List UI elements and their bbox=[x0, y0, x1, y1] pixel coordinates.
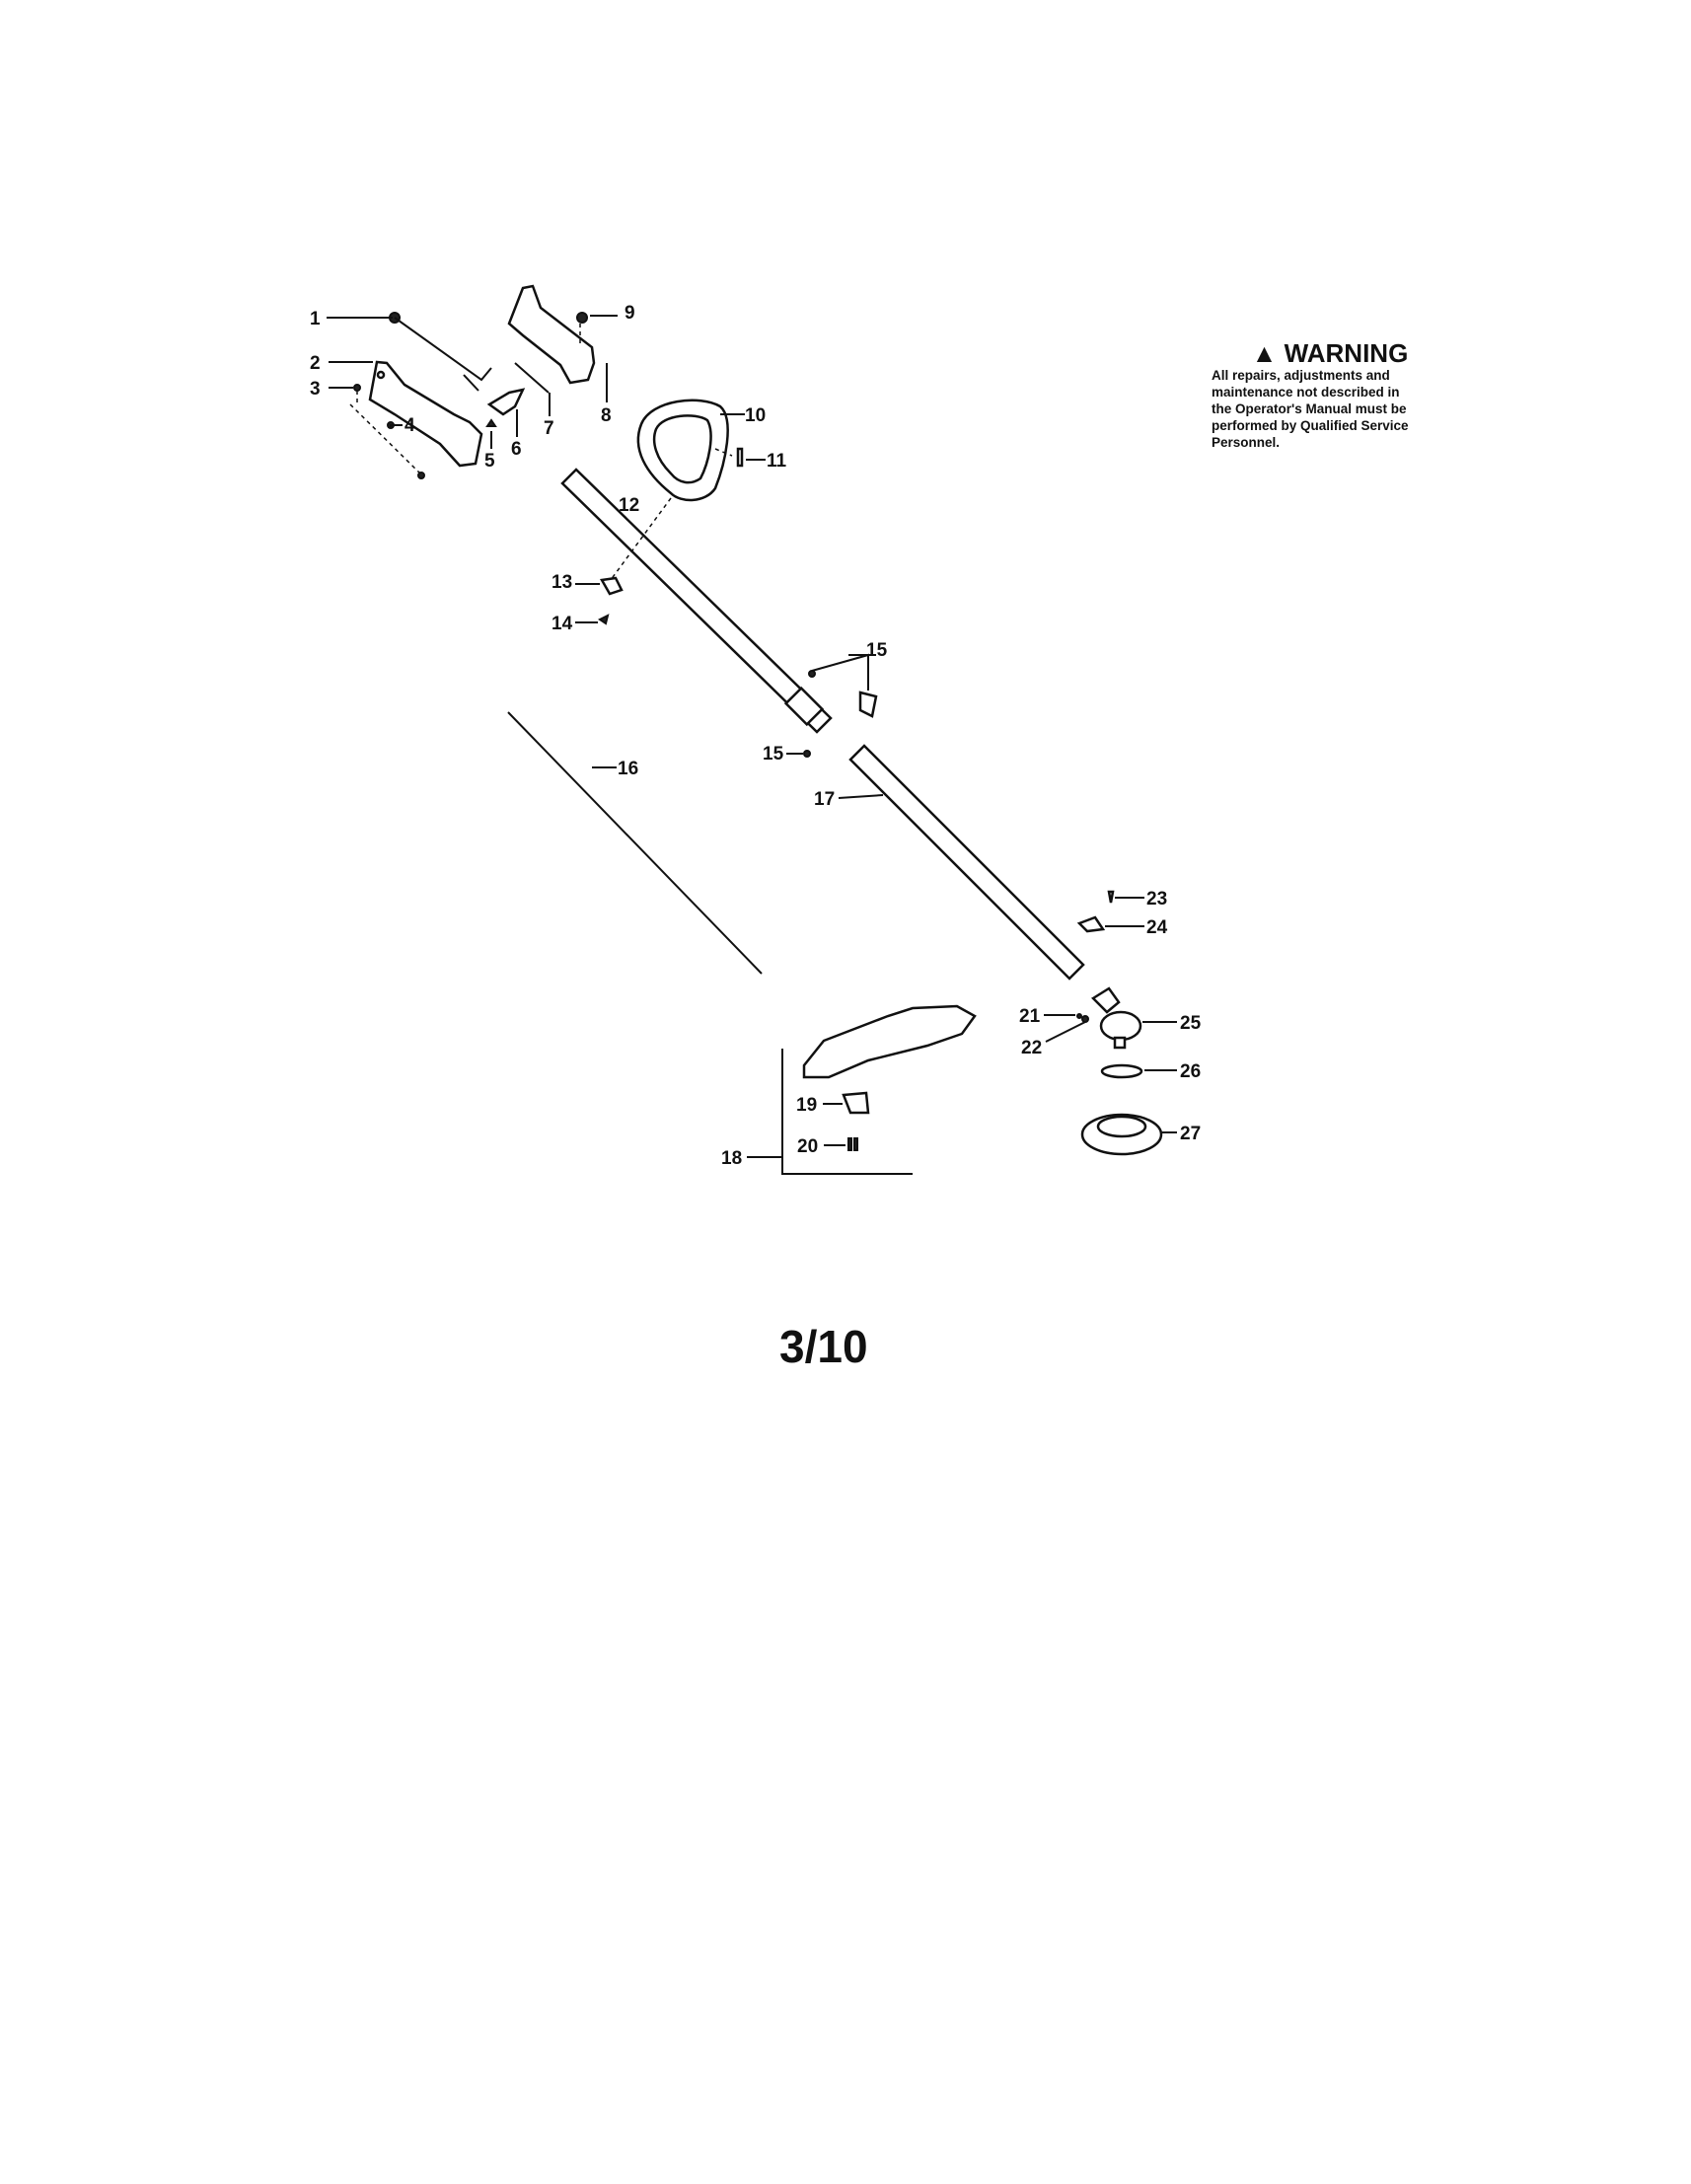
part-8-rear-handle bbox=[507, 284, 596, 385]
warning-triangle-icon: ▲ bbox=[1251, 338, 1278, 368]
part-6-trigger bbox=[486, 388, 526, 416]
part-11-screw bbox=[736, 447, 744, 468]
callout-18: 18 bbox=[721, 1148, 742, 1169]
part-13-knob bbox=[600, 576, 624, 596]
callout-6: 6 bbox=[511, 439, 522, 460]
part-15-pin bbox=[803, 750, 811, 758]
callout-14: 14 bbox=[551, 614, 573, 634]
part-22-washer bbox=[1081, 1015, 1089, 1023]
callout-9: 9 bbox=[625, 303, 635, 324]
part-12-upper-tube bbox=[560, 468, 833, 734]
part-26-washer bbox=[1100, 1063, 1143, 1079]
part-20-screws bbox=[847, 1137, 858, 1151]
leader-lines bbox=[327, 315, 1177, 1158]
part-2-handle-housing bbox=[349, 360, 483, 479]
part-24-clip bbox=[1076, 915, 1106, 933]
warning-title-text: WARNING bbox=[1284, 338, 1409, 368]
callout-22: 22 bbox=[1021, 1038, 1042, 1058]
callout-11: 11 bbox=[767, 451, 787, 472]
callout-labels: 1 2 3 4 5 6 7 8 9 10 11 12 13 14 15 15 1… bbox=[310, 303, 1202, 1169]
callout-5: 5 bbox=[484, 451, 495, 472]
part-5-pin bbox=[485, 418, 497, 427]
callout-15a: 15 bbox=[866, 640, 888, 661]
callout-1: 1 bbox=[310, 309, 321, 329]
callout-2: 2 bbox=[310, 353, 321, 374]
part-14-screw bbox=[598, 614, 610, 625]
part-15-knob bbox=[858, 691, 878, 718]
callout-20: 20 bbox=[797, 1136, 818, 1157]
part-17-lower-tube bbox=[848, 744, 1085, 981]
warning-body: All repairs, adjustments and maintenance… bbox=[1212, 367, 1468, 451]
part-18-guard bbox=[802, 1004, 977, 1079]
callout-23: 23 bbox=[1146, 889, 1167, 910]
callout-4: 4 bbox=[404, 415, 415, 436]
warning-line: All repairs, adjustments and bbox=[1212, 368, 1390, 383]
warning-notice: ▲ WARNING All repairs, adjustments and m… bbox=[1212, 339, 1468, 451]
callout-12: 12 bbox=[619, 495, 639, 516]
callout-17: 17 bbox=[814, 789, 835, 810]
callout-16: 16 bbox=[618, 759, 638, 779]
warning-line: Personnel. bbox=[1212, 435, 1281, 450]
callout-21: 21 bbox=[1019, 1006, 1041, 1027]
page-number: 3/10 bbox=[779, 1321, 868, 1372]
part-19-bracket bbox=[842, 1091, 870, 1115]
part-7-spring bbox=[514, 362, 550, 394]
callout-13: 13 bbox=[551, 572, 572, 593]
callout-15b: 15 bbox=[763, 744, 784, 764]
part-15-nut bbox=[808, 670, 816, 678]
callout-25: 25 bbox=[1180, 1013, 1202, 1034]
part-16-drive-shaft bbox=[507, 711, 763, 975]
callout-19: 19 bbox=[796, 1095, 817, 1116]
part-18-bracket bbox=[781, 1049, 913, 1175]
callout-10: 10 bbox=[745, 405, 766, 426]
warning-line: maintenance not described in bbox=[1212, 385, 1400, 400]
callout-3: 3 bbox=[310, 379, 321, 400]
part-25-gear-head bbox=[1091, 986, 1142, 1050]
warning-line: the Operator's Manual must be bbox=[1212, 401, 1407, 416]
callout-26: 26 bbox=[1180, 1061, 1201, 1082]
part-10-loop-handle bbox=[636, 399, 744, 502]
warning-line: performed by Qualified Service bbox=[1212, 418, 1409, 433]
callout-27: 27 bbox=[1180, 1124, 1201, 1144]
part-21-screw bbox=[1076, 1013, 1082, 1019]
part-27-trimmer-head bbox=[1080, 1113, 1163, 1156]
part-1-cable bbox=[389, 312, 492, 392]
warning-title: ▲ WARNING bbox=[1192, 339, 1468, 367]
callout-8: 8 bbox=[601, 405, 612, 426]
part-23-pin bbox=[1107, 890, 1115, 904]
callout-7: 7 bbox=[544, 418, 554, 439]
callout-24: 24 bbox=[1146, 917, 1168, 938]
part-9-nut bbox=[576, 312, 588, 324]
